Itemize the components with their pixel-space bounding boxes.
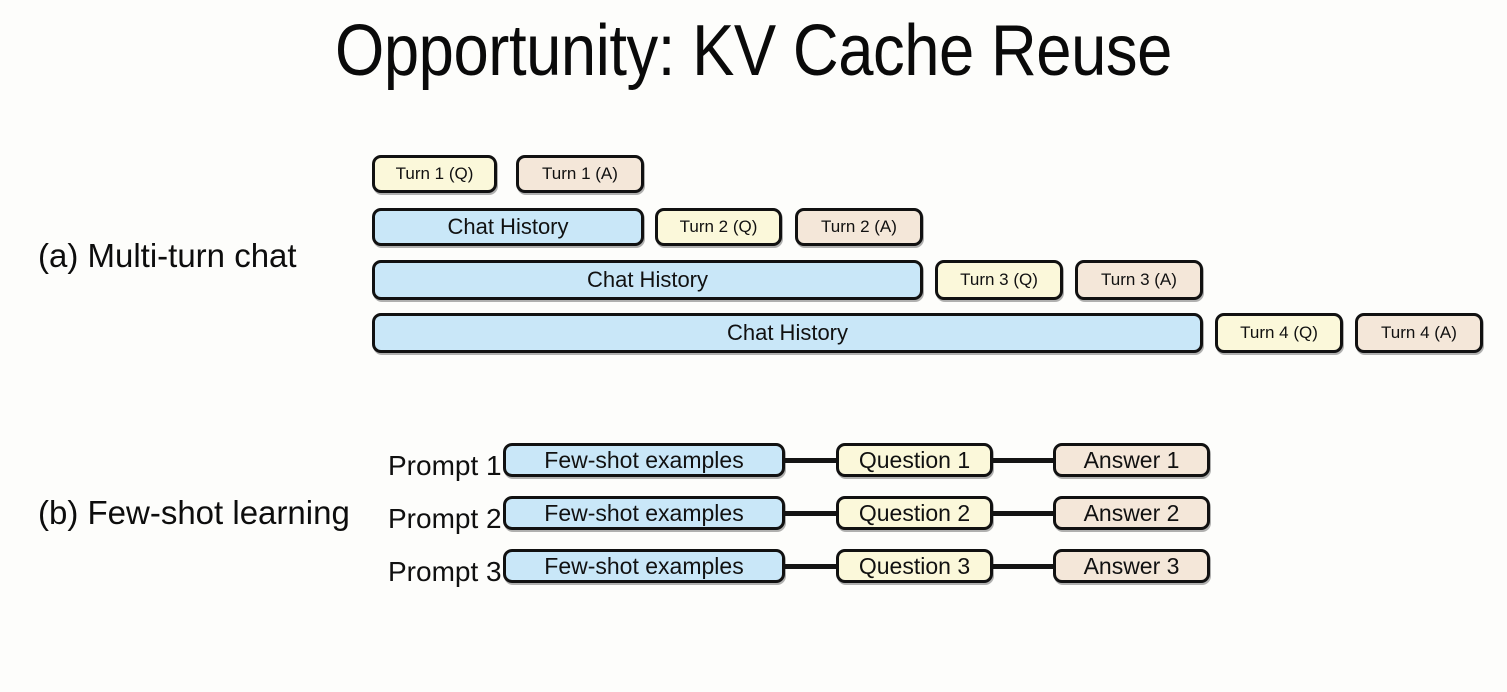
section-label-few-shot-learning: (b) Few-shot learning [38, 494, 350, 531]
question-box-1: Question 1 [836, 443, 993, 477]
chat-row-1-question: Turn 1 (Q) [372, 155, 497, 193]
page-title: Opportunity: KV Cache Reuse [335, 11, 1172, 91]
chat-row-4-history: Chat History [372, 313, 1203, 353]
chat-row-3-history: Chat History [372, 260, 923, 300]
prompt-label-1: Prompt 1 [388, 450, 502, 481]
connector-question-answer-1 [991, 458, 1055, 463]
chat-row-2-question: Turn 2 (Q) [655, 208, 782, 246]
connector-question-answer-3 [991, 564, 1055, 569]
question-box-2: Question 2 [836, 496, 993, 530]
answer-box-2: Answer 2 [1053, 496, 1210, 530]
question-box-3: Question 3 [836, 549, 993, 583]
answer-box-1: Answer 1 [1053, 443, 1210, 477]
chat-row-4-question: Turn 4 (Q) [1215, 313, 1343, 353]
few-shot-examples-3: Few-shot examples [503, 549, 785, 583]
chat-row-2-answer: Turn 2 (A) [795, 208, 923, 246]
chat-row-4-answer: Turn 4 (A) [1355, 313, 1483, 353]
connector-examples-question-2 [783, 511, 838, 516]
few-shot-examples-2: Few-shot examples [503, 496, 785, 530]
prompt-label-2: Prompt 2 [388, 503, 502, 534]
connector-examples-question-3 [783, 564, 838, 569]
chat-row-3-question: Turn 3 (Q) [935, 260, 1063, 300]
connector-examples-question-1 [783, 458, 838, 463]
chat-row-1-answer: Turn 1 (A) [516, 155, 644, 193]
connector-question-answer-2 [991, 511, 1055, 516]
few-shot-examples-1: Few-shot examples [503, 443, 785, 477]
chat-row-2-history: Chat History [372, 208, 644, 246]
answer-box-3: Answer 3 [1053, 549, 1210, 583]
prompt-label-3: Prompt 3 [388, 556, 502, 587]
chat-row-3-answer: Turn 3 (A) [1075, 260, 1203, 300]
section-label-multi-turn-chat: (a) Multi-turn chat [38, 237, 297, 274]
